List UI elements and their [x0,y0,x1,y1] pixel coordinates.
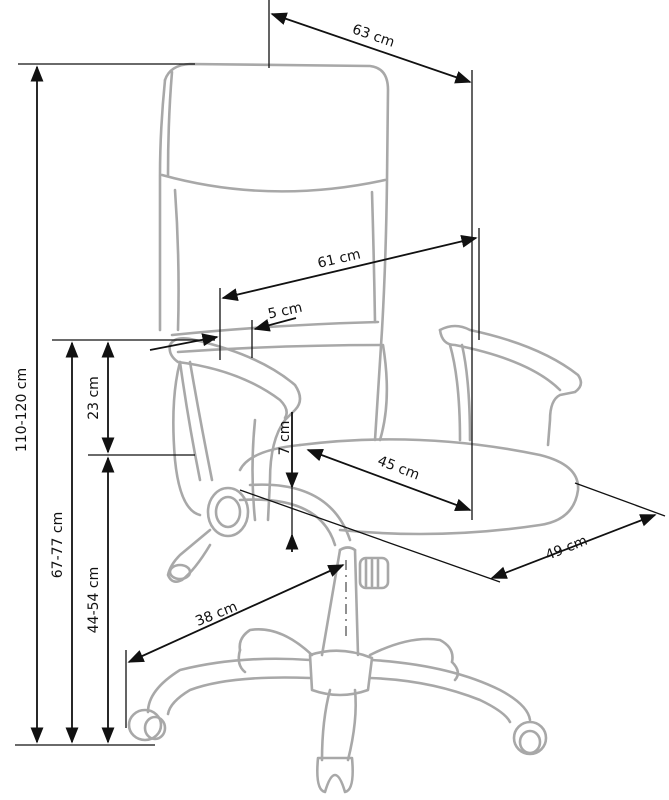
label-seat-depth: 45 cm [375,453,421,484]
label-overall-width: 61 cm [316,246,362,271]
left-armrest [168,337,302,522]
chair-illustration [127,62,583,794]
right-armrest [438,324,583,447]
base-leg-right [370,658,532,722]
base-leg-front [320,688,332,762]
caster [316,756,354,794]
label-armrest-height: 67-77 cm [50,512,66,578]
seat [298,438,580,536]
caster [512,720,548,756]
base-leg-back-right [368,637,454,664]
label-armrest-width: 5 cm [267,300,304,323]
label-backrest-depth: 63 cm [350,22,396,51]
caster [127,708,163,742]
label-seat-height: 44-54 cm [86,567,102,633]
label-total-height: 110-120 cm [14,368,30,452]
base-leg-back-left [238,628,314,657]
label-armrest-above-seat: 23 cm [86,376,102,420]
label-base-radius: 38 cm [193,599,239,630]
label-seat-thickness: 7 cm [277,421,293,456]
dimension-labels: 110-120 cm 67-77 cm 44-54 cm 23 cm 63 cm… [14,22,590,634]
label-seat-width: 49 cm [543,533,589,564]
dimension-lines [15,0,666,746]
